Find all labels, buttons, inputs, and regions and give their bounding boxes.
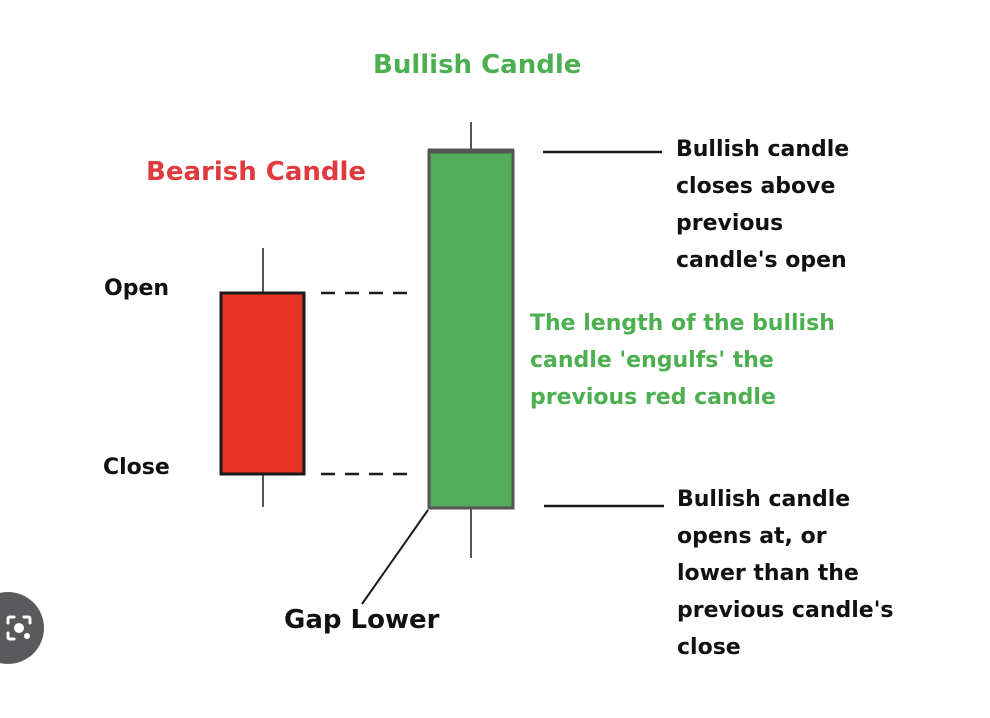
close-above-note: Bullish candle closes above previous can…	[676, 131, 849, 279]
note-line: candle 'engulfs' the	[530, 348, 774, 373]
bullish-candle-body	[427, 149, 515, 510]
note-line: previous	[676, 211, 784, 236]
close-label: Close	[103, 455, 170, 480]
note-line: lower than the	[677, 561, 859, 586]
bullish-candle-title: Bullish Candle	[373, 50, 582, 80]
note-line: Bullish candle	[677, 487, 851, 512]
gap-lower-pointer-line	[361, 509, 429, 605]
note-line: opens at, or	[677, 524, 827, 549]
note-line: closes above	[676, 174, 836, 199]
note-line: candle's open	[676, 248, 847, 273]
note-line: close	[677, 635, 741, 660]
gap-lower-label: Gap Lower	[284, 605, 440, 635]
lens-search-icon	[6, 615, 32, 641]
note-line: Bullish candle	[676, 137, 850, 162]
open-label: Open	[104, 276, 170, 301]
note-line: previous red candle	[530, 385, 776, 410]
bearish-candle-body	[219, 291, 306, 476]
note-line: previous candle's	[677, 598, 894, 623]
bearish-candle-title: Bearish Candle	[146, 157, 367, 187]
engulf-note: The length of the bullish candle 'engulf…	[530, 305, 835, 416]
note-line: The length of the bullish	[530, 311, 835, 336]
open-lower-note: Bullish candle opens at, or lower than t…	[677, 481, 894, 666]
